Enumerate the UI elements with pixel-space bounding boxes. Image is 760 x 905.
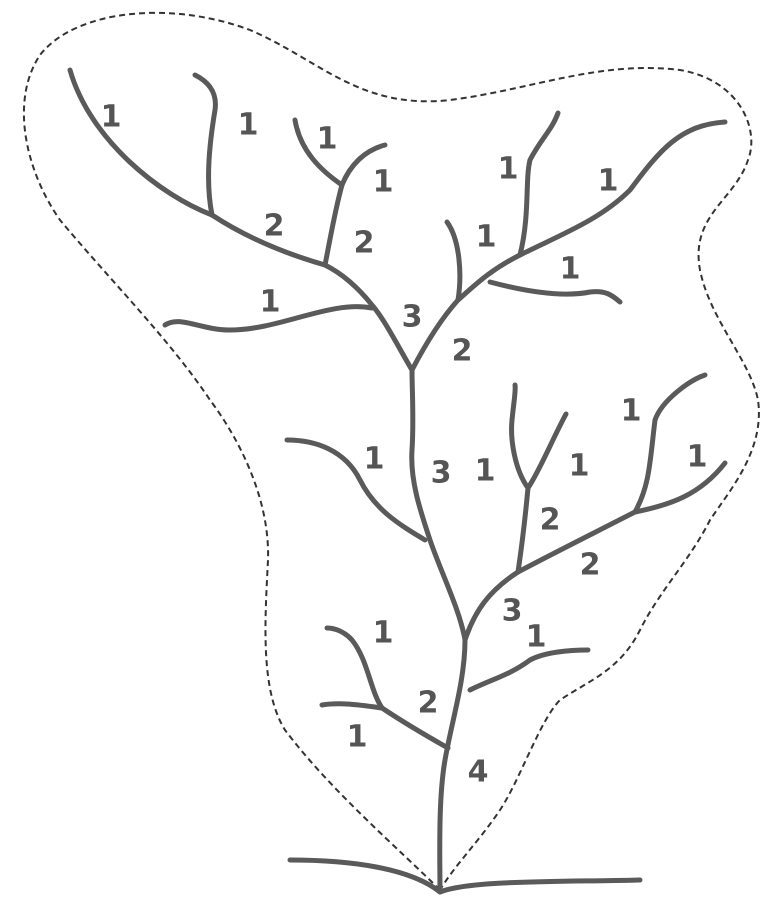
order-label: 2 <box>580 548 601 583</box>
order-label: 1 <box>621 394 642 429</box>
middle-right-order-2-b <box>518 512 635 572</box>
outlet-channel <box>290 860 640 892</box>
upper-left-order-1-b <box>195 75 215 215</box>
order-label: 1 <box>260 285 281 320</box>
order-label: 2 <box>418 686 439 721</box>
order-label: 1 <box>475 454 496 489</box>
upper-left-order-1-a <box>70 70 212 215</box>
order-label: 1 <box>569 449 590 484</box>
upper-right-order-1-b <box>520 113 558 255</box>
order-label: 1 <box>373 165 394 200</box>
upper-right-order-1-d <box>490 282 620 302</box>
order-label: 1 <box>526 620 547 655</box>
main-stream-order-4 <box>440 640 465 892</box>
middle-left-order-1 <box>287 440 425 540</box>
upper-right-order-1-a <box>447 222 460 300</box>
middle-right-order-1-e <box>470 650 588 690</box>
order-label: 1 <box>598 164 619 199</box>
order-label: 1 <box>498 152 519 187</box>
middle-right-order-2-a <box>518 488 528 572</box>
upper-left-order-3 <box>325 265 412 370</box>
order-label: 2 <box>540 503 561 538</box>
main-stream-order-3-lower <box>412 370 465 640</box>
order-label: 2 <box>452 334 473 369</box>
order-label: 3 <box>502 594 523 629</box>
order-label: 1 <box>364 442 385 477</box>
order-label: 3 <box>402 300 423 335</box>
lower-left-order-1-b <box>322 704 382 708</box>
order-label: 1 <box>476 220 497 255</box>
middle-right-order-1-a <box>512 385 528 488</box>
order-label: 1 <box>347 720 368 755</box>
order-label: 3 <box>431 456 452 491</box>
middle-right-order-1-b <box>528 414 566 488</box>
upper-right-order-1-c <box>520 122 725 255</box>
order-label: 1 <box>560 252 581 287</box>
order-label: 2 <box>354 226 375 261</box>
order-label: 4 <box>468 755 489 790</box>
order-label: 1 <box>687 440 708 475</box>
order-label: 1 <box>238 108 259 143</box>
order-label: 1 <box>317 122 338 157</box>
drainage-basin-boundary <box>24 13 759 890</box>
upper-left-order-2-b <box>325 185 342 265</box>
order-label: 2 <box>264 209 285 244</box>
order-label: 1 <box>373 616 394 651</box>
order-label: 1 <box>101 100 122 135</box>
